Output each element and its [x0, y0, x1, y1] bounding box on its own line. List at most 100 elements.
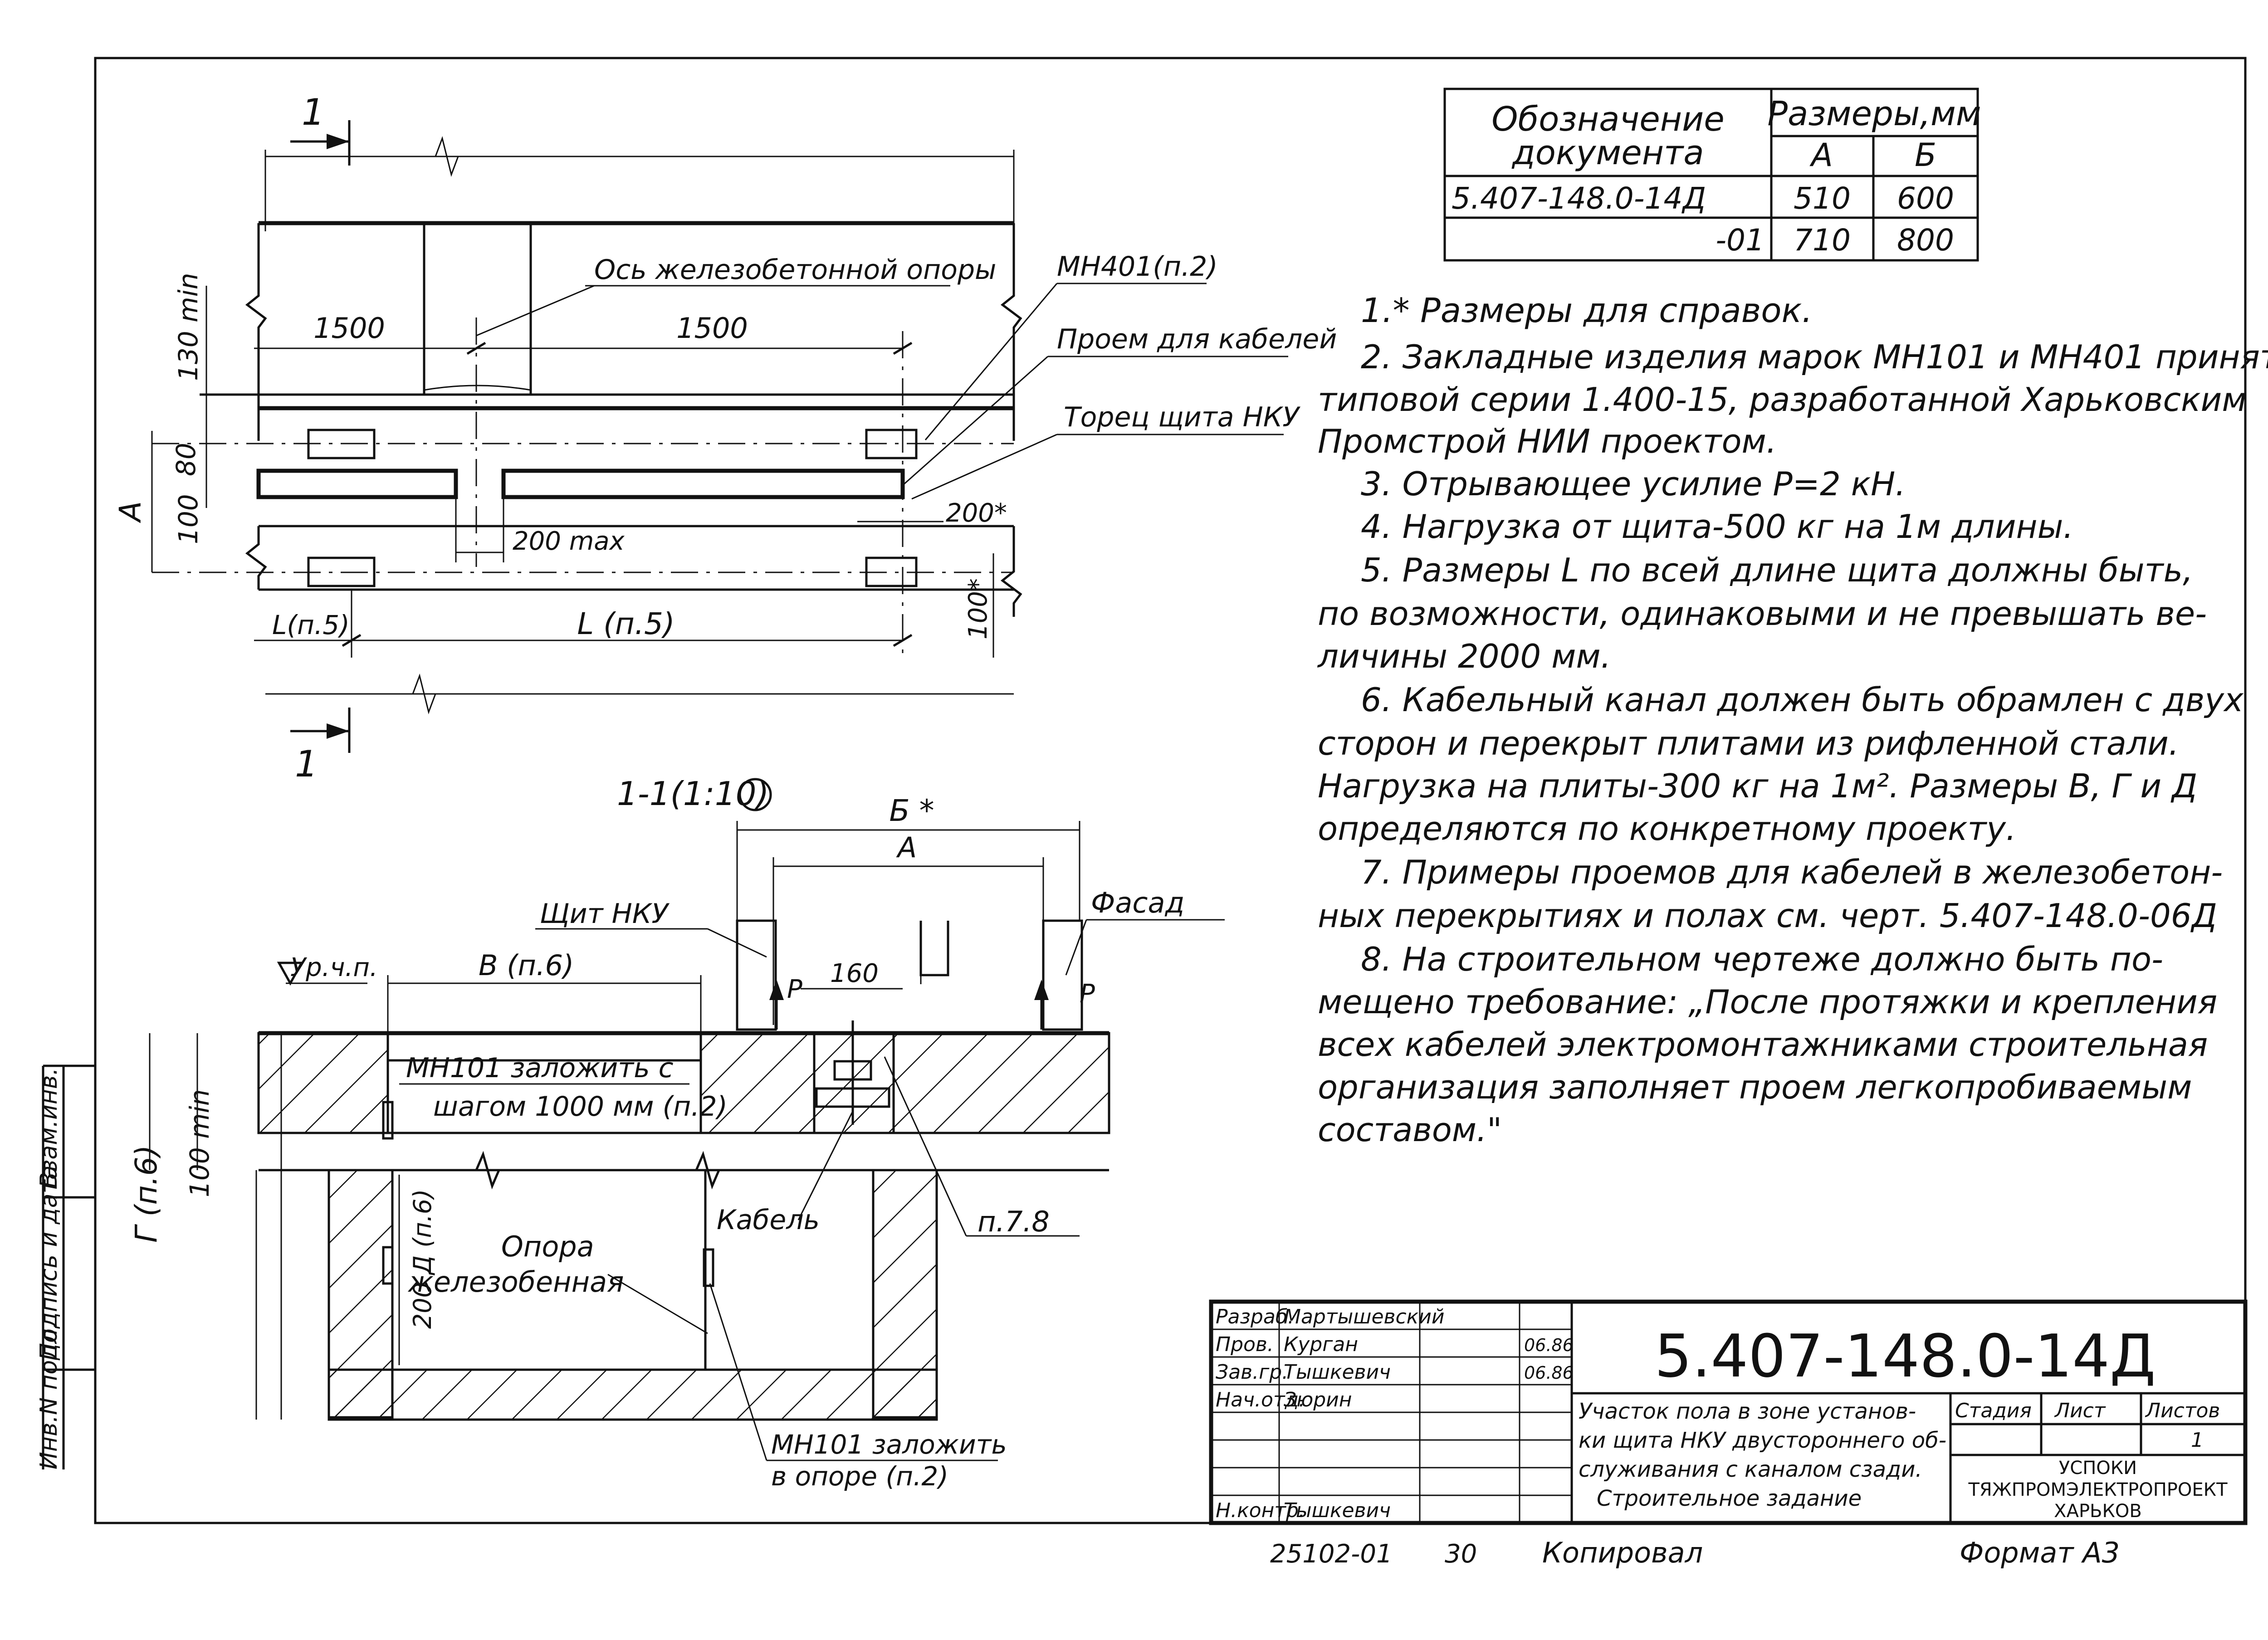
cable-opening — [256, 469, 458, 499]
tb-code: 5.407-148.0-14Д — [1654, 1322, 2156, 1391]
dim-g: Г (п.6) — [129, 1145, 164, 1243]
footer-inventory: 25102-01 — [1270, 1539, 1393, 1569]
tb-role: Н.контр. — [1216, 1499, 1305, 1522]
dim-1500-right: 1500 — [676, 312, 748, 345]
tb-title: Участок пола в зоне установ- — [1579, 1399, 1916, 1424]
table-header-designation-1: Обозначение — [1491, 100, 1724, 139]
force-p-left: Р — [787, 975, 802, 1004]
note-line: 3. Отрывающее усилие Р=2 кН. — [1361, 465, 1906, 503]
note-line: 6. Кабельный канал должен быть обрамлен … — [1361, 681, 2244, 719]
table-col-a: А — [1809, 137, 1833, 174]
label-panel: Щит НКУ — [540, 898, 670, 930]
table-row2-designation: -01 — [1716, 223, 1765, 258]
note-line: ных перекрытиях и полах см. черт. 5.407-… — [1318, 897, 2217, 935]
note-line: сторон и перекрыт плитами из рифленной с… — [1318, 724, 2179, 762]
dim-200max: 200 max — [513, 527, 625, 556]
tb-date: 06.86 — [1524, 1363, 1574, 1383]
label-support-2: железобенная — [407, 1265, 624, 1298]
title-block: Разраб. Пров. Зав.гр. Нач.отд. Н.контр. … — [1209, 1299, 2248, 1525]
tb-title: служивания с каналом сзади. — [1579, 1457, 1922, 1482]
note-line: по возможности, одинаковыми и не превыша… — [1318, 595, 2207, 633]
note-line: 2. Закладные изделия марок МН101 и МН401… — [1361, 338, 2268, 376]
footer-page: 30 — [1445, 1539, 1477, 1569]
label-facade: Фасад — [1091, 886, 1184, 919]
tb-org: УСПОКИ — [2059, 1458, 2137, 1479]
dim-b: Б * — [889, 793, 934, 828]
stamp-inv-orig: Инв.N подл. — [35, 1321, 63, 1469]
force-p-right: Р — [1080, 979, 1095, 1009]
plan-view: 1 1 — [113, 91, 1337, 785]
table-row2-b: 800 — [1897, 223, 1954, 258]
label-axis: Ось железобетонной опоры — [594, 254, 996, 286]
dim-a-plan: А — [113, 501, 148, 523]
note-line: 1.* Размеры для справок. — [1361, 291, 1813, 330]
note-line: 7. Примеры проемов для кабелей в железоб… — [1361, 853, 2223, 891]
note-line: Нагрузка на плиты-300 кг на 1м². Размеры… — [1318, 767, 2197, 805]
side-stamp: Взам.инв. Подпись и дата Инв.N подл. — [35, 1064, 95, 1469]
tb-role: Разраб. — [1216, 1305, 1294, 1328]
table-header-sizes: Размеры,мм — [1767, 94, 1981, 133]
tb-title: ки щита НКУ двустороннего об- — [1579, 1428, 1946, 1453]
section-view: 1-1(1:10) Б * А Щит НКУ Фасад Р Р 160 Ур… — [129, 775, 1225, 1492]
dim-100star: 100* — [963, 578, 993, 639]
note-line: 8. На строительном чертеже должно быть п… — [1361, 940, 2163, 978]
table-row1-a: 510 — [1794, 181, 1851, 216]
table-row1-designation: 5.407-148.0-14Д — [1452, 181, 1706, 216]
tb-org: ХАРЬКОВ — [2054, 1501, 2142, 1522]
tb-sheets-value: 1 — [2191, 1429, 2204, 1452]
dim-200-section: 200 — [408, 1282, 437, 1329]
note-line: типовой серии 1.400-15, разработанной Ха… — [1318, 381, 2247, 419]
label-mh101-line2: шагом 1000 мм (п.2) — [433, 1091, 728, 1123]
tb-role: Пров. — [1216, 1333, 1274, 1356]
tb-title: Строительное задание — [1597, 1486, 1862, 1511]
tb-date: 06.86 — [1524, 1335, 1574, 1355]
label-mh101-support-1: МН101 заложить — [771, 1429, 1007, 1460]
stamp-sign-date: Подпись и дата — [35, 1165, 63, 1361]
dim-200star: 200* — [946, 498, 1007, 528]
tb-name: Мартышевский — [1284, 1305, 1444, 1328]
label-opening: Проем для кабелей — [1057, 323, 1337, 355]
tb-name: Тышкевич — [1284, 1499, 1391, 1522]
sheet-frame — [94, 57, 2247, 1524]
table-row2-a: 710 — [1794, 223, 1851, 258]
label-end: Торец щита НКУ — [1064, 401, 1300, 433]
dim-a-section: А — [896, 831, 917, 864]
table-row1-b: 600 — [1897, 181, 1954, 216]
tb-role: Зав.гр. — [1216, 1361, 1288, 1384]
label-support-1: Опора — [501, 1230, 594, 1263]
label-mh401: МН401(п.2) — [1057, 251, 1218, 283]
footer-copied: Копировал — [1542, 1536, 1703, 1569]
doc-table: Обозначение документа Размеры,мм А Б 5.4… — [1443, 88, 1981, 262]
dim-d: Д (п.6) — [408, 1189, 437, 1275]
label-level: Ур.ч.п. — [290, 953, 378, 982]
dim-l-big: L (п.5) — [577, 606, 675, 641]
note-line: 5. Размеры L по всей длине щита должны б… — [1361, 551, 2193, 589]
dim-v: В (п.6) — [479, 949, 574, 982]
cable-opening — [501, 469, 905, 499]
dim-1500-left: 1500 — [313, 312, 385, 345]
section-mark-top: 1 — [302, 91, 325, 133]
label-mh101-support-2: в опоре (п.2) — [771, 1461, 948, 1492]
tb-org: ТЯЖПРОМЭЛЕКТРОПРОЕКТ — [1968, 1479, 2228, 1500]
section-mark-bottom: 1 — [295, 743, 318, 785]
note-line: 4. Нагрузка от щита-500 кг на 1м длины. — [1361, 508, 2073, 546]
dim-160: 160 — [830, 959, 879, 988]
tb-stage: Стадия — [1955, 1399, 2032, 1422]
note-line: личины 2000 мм. — [1317, 637, 1611, 675]
footer-format: Формат А3 — [1960, 1536, 2120, 1569]
note-line: Промстрой НИИ проектом. — [1318, 422, 1777, 460]
note-line: мещено требование: „После протяжки и кре… — [1318, 983, 2217, 1021]
tb-name: Курган — [1284, 1333, 1358, 1356]
note-line: составом." — [1318, 1111, 1502, 1149]
tb-sheet: Лист — [2054, 1399, 2106, 1422]
note-line: всех кабелей электромонтажниками строите… — [1318, 1025, 2208, 1064]
tb-role: Нач.отд. — [1216, 1388, 1305, 1411]
label-mh101-line1: МН101 заложить с — [406, 1052, 674, 1084]
note-line: определяются по конкретному проекту. — [1318, 810, 2016, 848]
footer: 25102-01 30 Копировал Формат А3 — [1270, 1536, 2120, 1569]
notes: 1.* Размеры для справок. 2. Закладные из… — [1317, 291, 2268, 1149]
dim-130min: 130 min — [173, 273, 204, 381]
stamp-replace-inv: Взам.инв. — [35, 1068, 63, 1188]
dim-100: 100 — [173, 494, 204, 544]
